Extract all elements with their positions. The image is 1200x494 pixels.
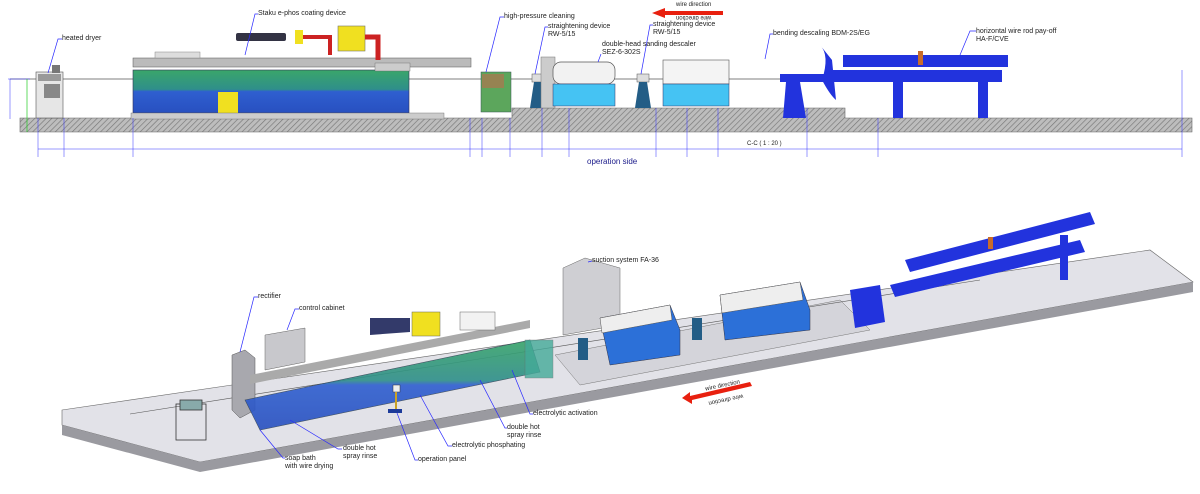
heated-dryer — [35, 65, 64, 119]
dimension-line — [37, 70, 1183, 157]
iso-payoff — [850, 212, 1095, 328]
label-operation-panel: operation panel — [418, 456, 467, 463]
label-rectifier: rectifier — [258, 293, 281, 300]
high-pressure-cleaning — [480, 71, 512, 113]
operation-side-label: operation side — [587, 157, 638, 166]
label-control-cabinet: control cabinet — [299, 305, 345, 312]
section-label: C-C ( 1 : 20 ) — [747, 141, 782, 147]
coating-device — [130, 25, 472, 120]
elevation-view — [8, 8, 1193, 157]
elevation-leaders — [47, 13, 976, 75]
wire-rod-payoff — [780, 45, 1008, 118]
straightening-device-2 — [635, 73, 651, 108]
wire-direction-label-top: wire direction — [676, 2, 712, 8]
label-sanding-descaler: double-head sanding descaler SEZ-6-302S — [602, 41, 696, 56]
label-electrolytic-activation: electrolytic activation — [533, 410, 598, 417]
label-soap-bath: soap bath with wire drying — [285, 455, 334, 470]
bending-descaling — [662, 59, 730, 107]
wire-direction-arrow-iso — [682, 382, 752, 404]
label-bending-descaling: bending descaling BDM-2S/EG — [773, 30, 870, 37]
iso-leaders — [239, 260, 593, 461]
label-heated-dryer: heated dryer — [62, 35, 102, 42]
label-suction-system: suction system FA-36 — [592, 257, 659, 264]
wire-direction-label-top-mirrored: wire direction — [676, 14, 712, 20]
label-electrolytic-phosphating: electrolytic phosphating — [452, 442, 526, 449]
floor-foundation — [19, 107, 1193, 133]
sanding-descaler — [540, 56, 616, 109]
label-straightening-device-1: straightening device RW-5/15 — [548, 23, 611, 38]
label-straightening-device-2: straightening device RW-5/15 — [653, 21, 716, 36]
iso-suction-system — [562, 257, 621, 336]
isometric-view — [61, 212, 1194, 472]
iso-control-cabinet — [264, 327, 306, 371]
wire-direction-arrow-top — [652, 8, 723, 18]
label-double-hot-spray-rinse-1: double hot spray rinse — [343, 445, 378, 460]
iso-heated-dryer — [175, 399, 207, 441]
label-wire-rod-payoff: horizontal wire rod pay-off HA-F/CVE — [976, 28, 1057, 43]
iso-wire-line — [129, 279, 981, 415]
label-high-pressure-cleaning: high-pressure cleaning — [504, 13, 575, 20]
label-coating-device: Staku e-phos coating device — [258, 10, 346, 17]
label-double-hot-spray-rinse-2: double hot spray rinse — [507, 424, 542, 439]
iso-operation-panel — [388, 384, 402, 413]
